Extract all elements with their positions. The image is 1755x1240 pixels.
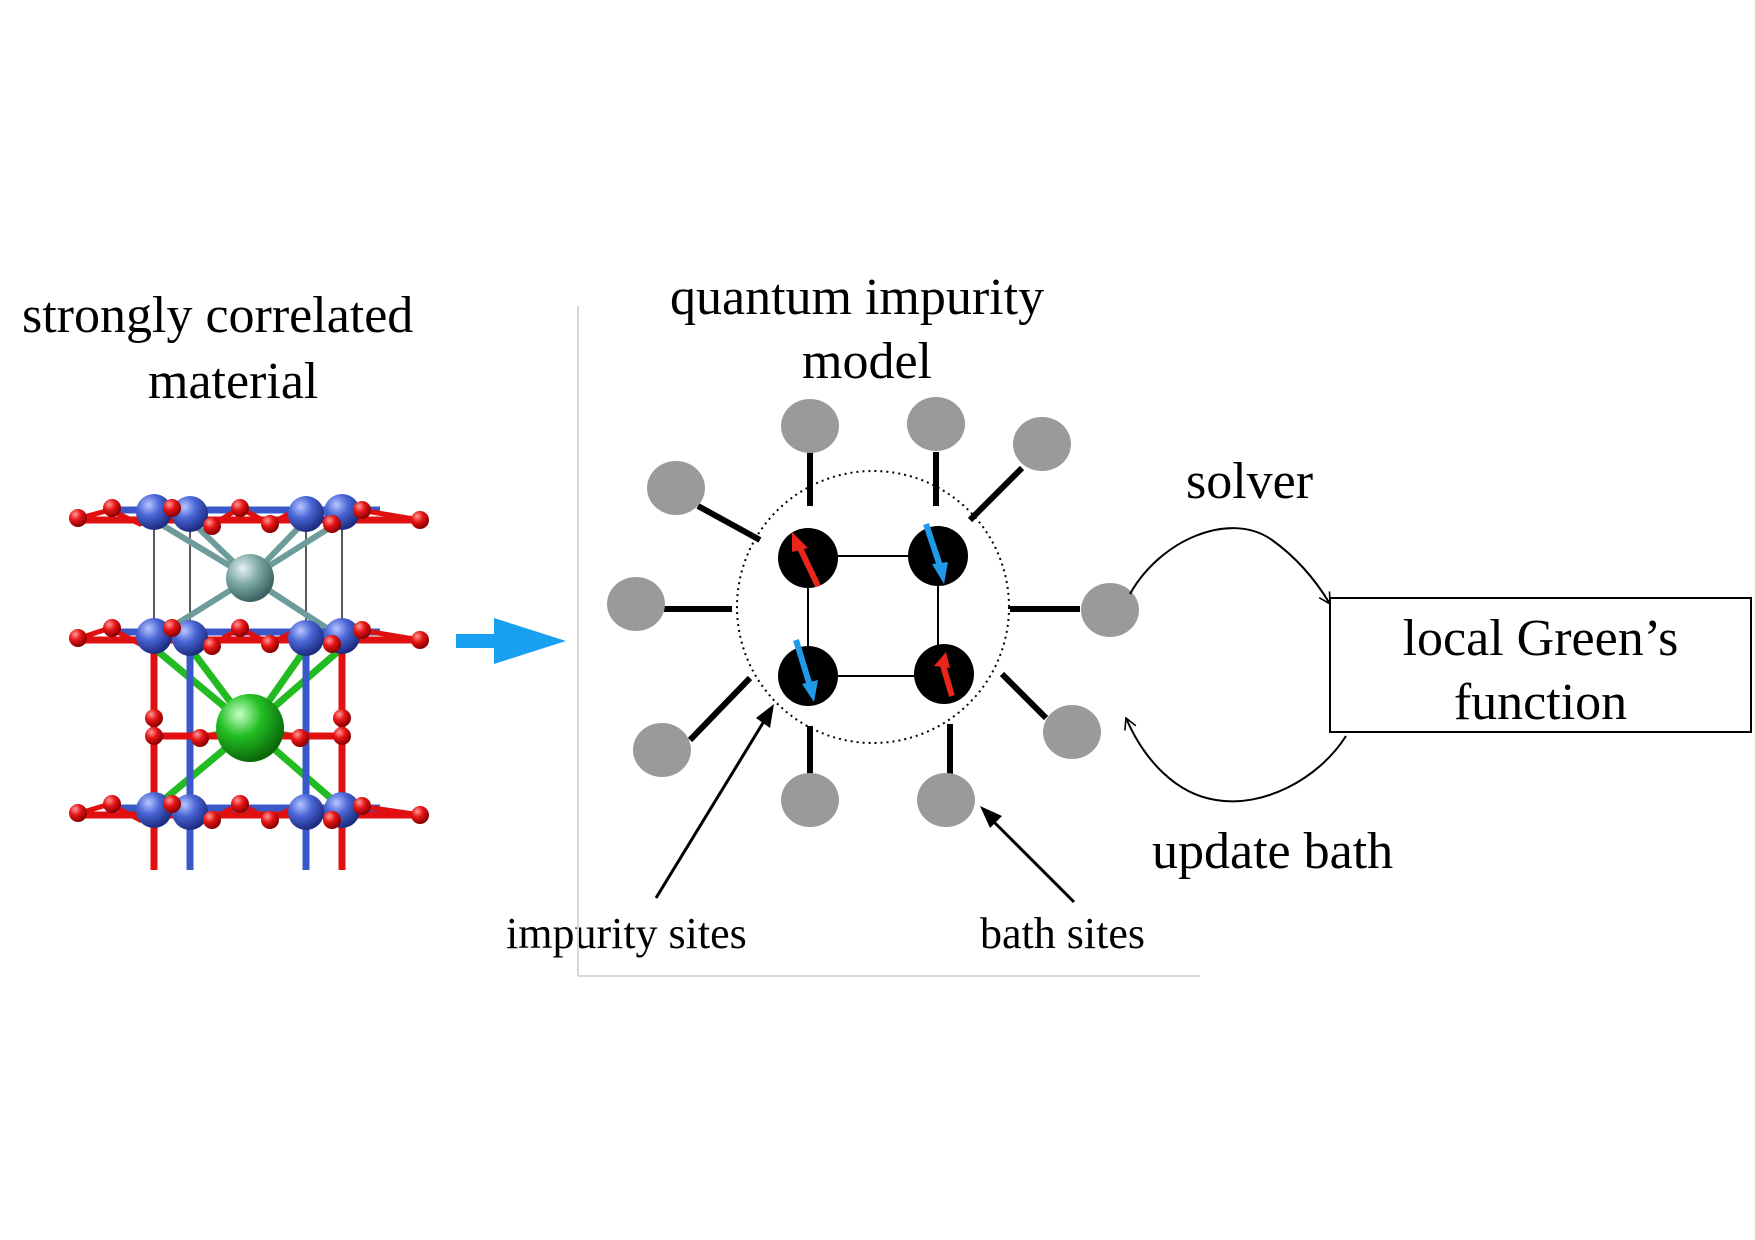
impurity-site-bottom-left <box>778 639 838 706</box>
solver-arrow <box>1129 527 1331 606</box>
bath-site <box>607 577 665 631</box>
greens-function-line2: function <box>1453 674 1628 731</box>
bath-site <box>1013 417 1071 471</box>
bath-sites-label: bath sites <box>980 909 1145 958</box>
hybridization-bonds <box>664 452 1080 774</box>
bath-sites-pointer <box>980 806 1076 904</box>
impurity-cluster-boundary <box>736 470 1010 744</box>
bath-site <box>781 773 839 827</box>
bath-site <box>647 461 705 515</box>
bath-site <box>917 773 975 827</box>
material-title-line1: strongly correlated <box>22 287 414 344</box>
greens-function-line1: local Green’s <box>1402 610 1679 667</box>
update-bath-label: update bath <box>1152 823 1394 880</box>
impurity-sites-label: impurity sites <box>506 909 747 958</box>
model-title-line1: quantum impurity <box>670 269 1045 326</box>
impurity-square <box>807 555 939 677</box>
impurity-site-top-left <box>778 528 838 588</box>
bath-site <box>1043 705 1101 759</box>
impurity-site-top-right <box>908 523 968 586</box>
process-arrow <box>456 618 566 664</box>
bath-site <box>781 399 839 453</box>
bath-site <box>907 397 965 451</box>
bath-site <box>1081 583 1139 637</box>
impurity-site-bottom-right <box>914 644 974 704</box>
update-bath-arrow <box>1124 716 1347 803</box>
impurity-sites-pointer <box>654 704 774 899</box>
bath-site <box>633 723 691 777</box>
crystal-structure-image <box>69 494 429 870</box>
bath-sites <box>607 397 1139 827</box>
solver-label: solver <box>1186 453 1314 510</box>
material-title-line2: material <box>148 353 319 410</box>
impurity-cluster <box>607 397 1139 827</box>
model-title-line2: model <box>802 333 932 390</box>
greens-function-box: local Green’s function <box>1329 597 1752 733</box>
